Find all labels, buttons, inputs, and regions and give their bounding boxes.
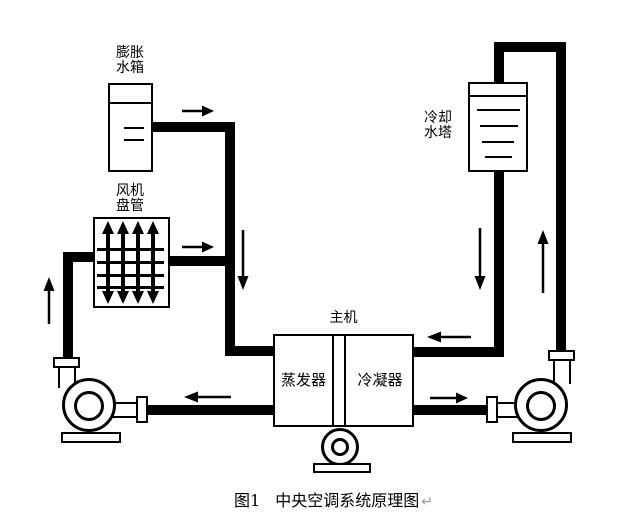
pipe-fancoil-outlet xyxy=(168,256,235,266)
pipe-condenser-to-pump xyxy=(414,405,490,415)
pipe-left-riser-horizontal xyxy=(63,252,95,262)
right-pump-base xyxy=(512,432,572,443)
condenser-label: 冷凝器 xyxy=(357,371,403,389)
tower-fill-line xyxy=(482,141,514,143)
figure-caption: 图1 中央空调系统原理图↵ xyxy=(234,487,433,511)
left-pump-top-neck xyxy=(58,366,76,388)
fan-coil-label: 风机 盘管 xyxy=(116,183,144,214)
main-unit: 蒸发器 冷凝器 xyxy=(273,334,414,427)
right-pump-side-flange xyxy=(486,396,498,423)
cooling-tower-label: 冷却 水塔 xyxy=(424,110,452,141)
tower-lid-line xyxy=(470,95,526,97)
left-pump-side-flange xyxy=(136,396,148,423)
right-pump-impeller xyxy=(526,391,556,421)
main-unit-label: 主机 xyxy=(329,310,358,326)
tank-lid-line xyxy=(110,102,151,104)
flow-arrow-right-icon xyxy=(182,240,214,254)
pipe-tower-top-inlet xyxy=(494,42,504,84)
flow-arrow-left-icon xyxy=(427,330,471,344)
pipe-tank-outlet xyxy=(153,122,235,132)
figure-number: 图1 xyxy=(234,491,261,510)
tank-water-level-line xyxy=(124,139,144,141)
pipe-tower-to-condenser xyxy=(414,347,504,357)
cooling-tower xyxy=(468,82,528,172)
section-divider-line xyxy=(332,336,334,425)
tank-water-level-line xyxy=(124,127,144,129)
pipe-right-riser xyxy=(556,42,566,352)
flow-arrow-right-icon xyxy=(430,391,468,405)
section-divider-line xyxy=(344,336,346,425)
fan-coil-unit xyxy=(93,217,170,308)
coil-tube-line xyxy=(97,248,164,251)
flow-arrow-up-icon xyxy=(536,230,550,293)
tower-fill-line xyxy=(477,109,520,111)
left-pump-base xyxy=(61,432,121,443)
tower-fill-line xyxy=(480,125,518,127)
compressor-base xyxy=(313,463,371,473)
tower-fill-line xyxy=(485,156,512,158)
pipe-to-evaporator-inlet xyxy=(225,346,277,356)
left-pump-impeller xyxy=(74,391,104,421)
right-pump-top-flange xyxy=(548,350,575,361)
expansion-tank-label: 膨胀 水箱 xyxy=(116,45,144,76)
flow-arrow-down-icon xyxy=(236,230,250,290)
coil-tube-line xyxy=(97,274,164,277)
compressor-hub xyxy=(331,438,349,456)
pipe-left-riser-vertical xyxy=(63,252,73,358)
pipe-top-horizontal xyxy=(494,42,566,52)
paragraph-return-mark-icon: ↵ xyxy=(421,494,433,510)
right-pump-top-neck xyxy=(553,360,571,384)
flow-arrow-down-icon xyxy=(473,228,487,290)
left-pump-outlet-neck xyxy=(112,402,138,418)
figure-title: 中央空调系统原理图 xyxy=(275,491,420,510)
flow-arrow-left-icon xyxy=(184,390,231,404)
coil-tube-line xyxy=(97,261,164,264)
pipe-evaporator-to-pump xyxy=(146,405,277,415)
flow-arrow-right-icon xyxy=(182,104,214,118)
expansion-tank xyxy=(108,83,153,172)
left-pump-top-flange xyxy=(53,357,80,368)
evaporator-label: 蒸发器 xyxy=(280,371,326,389)
pipe-main-down-riser xyxy=(225,122,235,356)
coil-tube-line xyxy=(97,286,164,289)
pipe-tower-down xyxy=(494,172,504,357)
flow-arrow-up-icon xyxy=(42,277,56,324)
